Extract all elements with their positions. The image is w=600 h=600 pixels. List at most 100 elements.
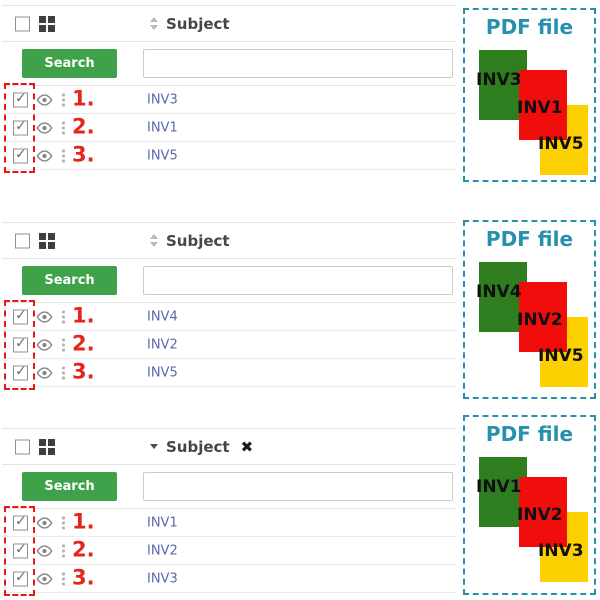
list-panel-1: Subject Search 1. INV3 2. INV1 [0, 3, 600, 203]
table-row[interactable]: 3. INV5 [2, 142, 456, 170]
subject-link[interactable]: INV2 [147, 543, 178, 558]
subject-link[interactable]: INV5 [147, 148, 178, 163]
subject-link[interactable]: INV3 [147, 571, 178, 586]
drag-handle-icon[interactable] [62, 544, 65, 557]
drag-handle-icon[interactable] [62, 310, 65, 323]
search-row: Search [2, 259, 456, 303]
subject-link[interactable]: INV5 [147, 365, 178, 380]
search-row: Search [2, 42, 456, 86]
drag-handle-icon[interactable] [62, 572, 65, 585]
eye-icon[interactable] [36, 572, 53, 585]
table-row[interactable]: 2. INV2 [2, 537, 456, 565]
eye-icon[interactable] [36, 149, 53, 162]
order-marker: 1. [72, 303, 95, 328]
pdf-page [519, 477, 567, 547]
subject-link[interactable]: INV2 [147, 337, 178, 352]
table-row[interactable]: 3. INV5 [2, 359, 456, 387]
select-all-checkbox[interactable] [15, 439, 30, 454]
select-all-checkbox[interactable] [15, 16, 30, 31]
search-button[interactable]: Search [22, 266, 117, 295]
pdf-page-label: INV5 [538, 134, 584, 154]
sort-desc-icon[interactable] [150, 444, 158, 449]
remove-sort-icon[interactable]: ✖ [240, 437, 254, 456]
pdf-page [519, 70, 567, 140]
order-marker: 2. [72, 114, 95, 139]
subject-column-header[interactable]: Subject [150, 232, 230, 250]
grid-view-icon[interactable] [39, 232, 55, 249]
subject-link[interactable]: INV4 [147, 309, 178, 324]
drag-handle-icon[interactable] [62, 366, 65, 379]
search-input[interactable] [143, 49, 453, 78]
pdf-page-label: INV3 [538, 541, 584, 561]
table-row[interactable]: 1. INV3 [2, 86, 456, 114]
pdf-page-label: INV1 [517, 98, 563, 118]
subject-link[interactable]: INV1 [147, 515, 178, 530]
eye-icon[interactable] [36, 516, 53, 529]
table-header-row: Subject ✖ [2, 428, 456, 465]
search-button[interactable]: Search [22, 49, 117, 78]
row-checkbox[interactable] [13, 569, 28, 586]
subject-link[interactable]: INV1 [147, 120, 178, 135]
subject-column-header[interactable]: Subject ✖ [150, 438, 253, 456]
eye-icon[interactable] [36, 338, 53, 351]
column-label: Subject [166, 231, 230, 250]
table-row[interactable]: 1. INV1 [2, 509, 456, 537]
select-all-checkbox[interactable] [15, 233, 30, 248]
pdf-page-label: INV3 [476, 70, 522, 90]
search-input[interactable] [143, 472, 453, 501]
pdf-preview-title: PDF file [485, 227, 574, 251]
pdf-preview: PDF file INV3 INV1 INV5 [463, 8, 596, 182]
row-checkbox[interactable] [13, 118, 28, 135]
table-row[interactable]: 2. INV1 [2, 114, 456, 142]
eye-icon[interactable] [36, 121, 53, 134]
column-label: Subject [166, 437, 230, 456]
invoice-table: Subject Search 1. INV3 2. INV1 [2, 5, 456, 170]
list-panel-2: Subject Search 1. INV4 2. INV2 [0, 218, 600, 410]
pdf-page-label: INV1 [476, 477, 522, 497]
row-checkbox[interactable] [13, 335, 28, 352]
table-header-row: Subject [2, 222, 456, 259]
table-header-row: Subject [2, 5, 456, 42]
table-row[interactable]: 1. INV4 [2, 303, 456, 331]
pdf-preview-title: PDF file [485, 15, 574, 39]
eye-icon[interactable] [36, 310, 53, 323]
pdf-page-label: INV2 [517, 310, 563, 330]
row-checkbox[interactable] [13, 513, 28, 530]
row-checkbox[interactable] [13, 307, 28, 324]
table-row[interactable]: 3. INV3 [2, 565, 456, 593]
table-row[interactable]: 2. INV2 [2, 331, 456, 359]
subject-column-header[interactable]: Subject [150, 15, 230, 33]
grid-view-icon[interactable] [39, 15, 55, 32]
pdf-page-label: INV4 [476, 282, 522, 302]
eye-icon[interactable] [36, 366, 53, 379]
invoice-table: Subject Search 1. INV4 2. INV2 [2, 222, 456, 387]
row-checkbox[interactable] [13, 363, 28, 380]
pdf-preview-title: PDF file [485, 422, 574, 446]
sort-toggle-icon[interactable] [150, 17, 158, 30]
pdf-page [519, 282, 567, 352]
order-marker: 3. [72, 565, 95, 590]
list-panel-3: Subject ✖ Search 1. INV1 2. INV2 [0, 412, 600, 600]
drag-handle-icon[interactable] [62, 516, 65, 529]
row-checkbox[interactable] [13, 90, 28, 107]
column-label: Subject [166, 14, 230, 33]
eye-icon[interactable] [36, 93, 53, 106]
search-row: Search [2, 465, 456, 509]
drag-handle-icon[interactable] [62, 121, 65, 134]
drag-handle-icon[interactable] [62, 338, 65, 351]
row-checkbox[interactable] [13, 541, 28, 558]
search-button[interactable]: Search [22, 472, 117, 501]
search-input[interactable] [143, 266, 453, 295]
eye-icon[interactable] [36, 544, 53, 557]
row-checkbox[interactable] [13, 146, 28, 163]
order-marker: 3. [72, 359, 95, 384]
pdf-page-label: INV5 [538, 346, 584, 366]
grid-view-icon[interactable] [39, 438, 55, 455]
order-marker: 2. [72, 331, 95, 356]
drag-handle-icon[interactable] [62, 149, 65, 162]
subject-link[interactable]: INV3 [147, 92, 178, 107]
drag-handle-icon[interactable] [62, 93, 65, 106]
pdf-preview: PDF file INV4 INV2 INV5 [463, 220, 596, 399]
sort-toggle-icon[interactable] [150, 234, 158, 247]
